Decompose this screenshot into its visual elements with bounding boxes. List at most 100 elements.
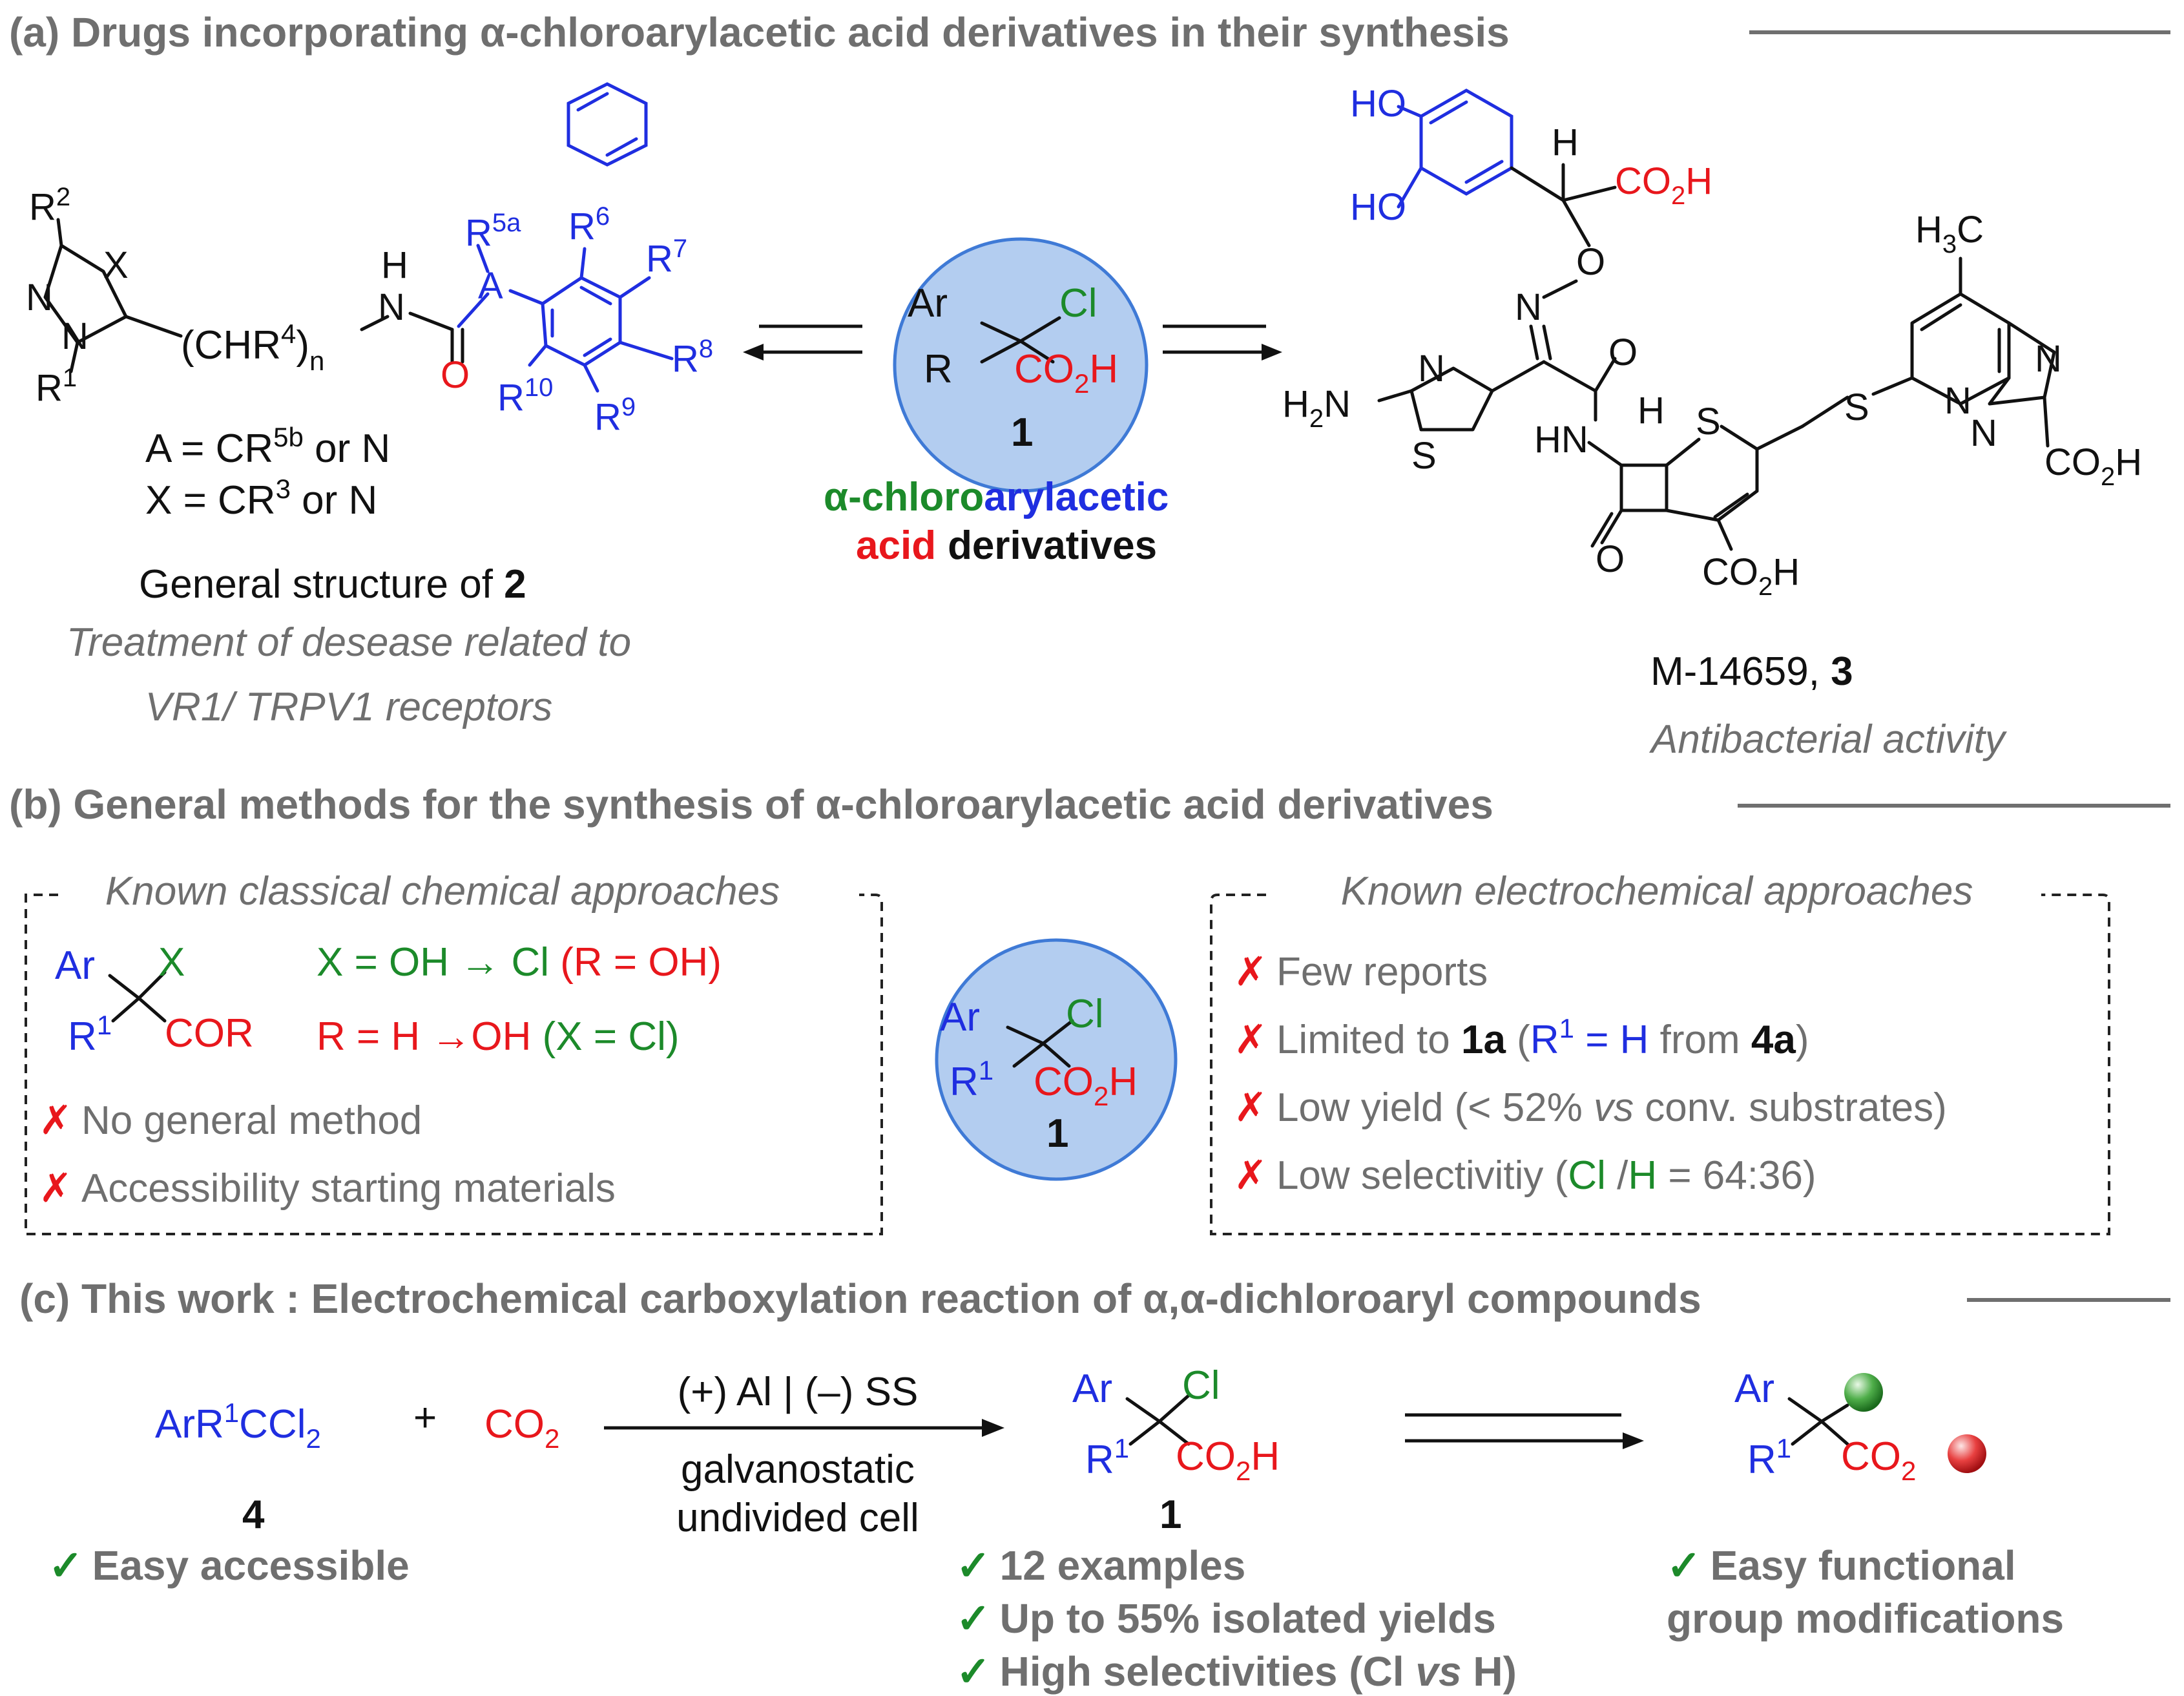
header-c: (c) This work : Electrochemical carboxyl… xyxy=(19,1275,1701,1322)
red-sphere xyxy=(1948,1434,1986,1473)
svg-text:O: O xyxy=(441,354,470,396)
svg-text:N: N xyxy=(61,315,88,357)
green-sphere xyxy=(1844,1373,1883,1412)
svg-text:R1: R1 xyxy=(1747,1433,1791,1482)
svg-text:Ar: Ar xyxy=(55,943,95,988)
condition-2: R = H →OH (X = Cl) xyxy=(317,1014,680,1059)
reagent-4: ArR1CCl2 xyxy=(155,1398,321,1454)
svg-text:R10: R10 xyxy=(497,373,553,419)
svg-text:Cl: Cl xyxy=(1066,992,1104,1036)
svg-text:HN: HN xyxy=(1534,419,1588,461)
svg-text:N: N xyxy=(378,286,405,328)
label-4: 4 xyxy=(242,1492,265,1537)
svg-text:CO2H: CO2H xyxy=(1034,1060,1138,1111)
svg-text:R: R xyxy=(924,347,953,392)
svg-text:S: S xyxy=(1696,401,1721,443)
svg-text:N: N xyxy=(1944,380,1971,422)
reaction-scheme: ArR1CCl2 + CO2 4 ✓Easy accessible (+) Al… xyxy=(48,1363,2064,1695)
co2: CO2 xyxy=(484,1402,559,1454)
svg-text:Ar: Ar xyxy=(940,995,980,1040)
svg-text:X: X xyxy=(158,940,185,985)
svg-text:R1: R1 xyxy=(950,1055,993,1104)
definition-X: X = CR3 or N xyxy=(145,474,377,523)
svg-text:R6: R6 xyxy=(568,202,610,247)
svg-text:R1: R1 xyxy=(68,1010,112,1059)
svg-text:R1: R1 xyxy=(36,364,77,409)
structure-3-caption: M-14659, 3 xyxy=(1650,649,1853,694)
electro-item-4: ✗Low selectivitiy (Cl /H = 64:36) xyxy=(1234,1153,1816,1198)
svg-text:CO2H: CO2H xyxy=(1615,160,1712,210)
svg-text:1: 1 xyxy=(1011,410,1033,455)
structure-2-note-1: Treatment of desease related to xyxy=(67,620,631,665)
svg-text:1: 1 xyxy=(1160,1492,1181,1537)
svg-text:R1: R1 xyxy=(1085,1433,1129,1482)
compound-1-center-structure: Ar Cl R CO2H 1 xyxy=(908,281,1118,455)
svg-text:H: H xyxy=(1552,121,1579,163)
svg-text:CO2: CO2 xyxy=(1841,1434,1916,1486)
check-functional-line2: group modifications xyxy=(1667,1595,2064,1642)
arrow-conditions-bottom-1: galvanostatic xyxy=(681,1447,915,1492)
svg-text:H3C: H3C xyxy=(1915,209,1984,258)
svg-text:R9: R9 xyxy=(594,393,636,438)
arrow-conditions-bottom-2: undivided cell xyxy=(676,1496,919,1540)
header-a: (a) Drugs incorporating α-chloroarylacet… xyxy=(9,9,1510,56)
condition-1: X = OH → Cl (R = OH) xyxy=(317,940,722,985)
electro-item-2: ✗Limited to 1a (R1 = H from 4a) xyxy=(1234,1013,1809,1062)
arrow-to-left-drug xyxy=(743,324,862,361)
arrow-to-right-drug xyxy=(1163,324,1282,361)
plus-sign: + xyxy=(413,1396,437,1440)
svg-text:N: N xyxy=(1970,412,1997,454)
electrochemical-approaches-box: Known electrochemical approaches ✗Few re… xyxy=(1210,869,2110,1235)
classical-item-2: ✗Accessibility starting materials xyxy=(39,1166,616,1211)
svg-text:R5a: R5a xyxy=(465,209,521,254)
svg-text:O: O xyxy=(1576,241,1605,283)
svg-text:Ar: Ar xyxy=(1072,1366,1112,1411)
svg-text:Ar: Ar xyxy=(1734,1366,1774,1411)
svg-text:R8: R8 xyxy=(672,335,713,380)
electro-item-3: ✗Low yield (< 52% vs conv. substrates) xyxy=(1234,1085,1947,1130)
electrochemical-box-title: Known electrochemical approaches xyxy=(1341,869,1973,914)
compound-1-structure-b: Ar Cl R1 CO2H 1 xyxy=(940,992,1138,1156)
check-examples: ✓12 examples xyxy=(956,1542,1245,1589)
svg-text:H: H xyxy=(381,244,408,286)
svg-text:N: N xyxy=(1515,286,1542,328)
svg-text:N: N xyxy=(1418,348,1445,390)
check-selectivities: ✓High selectivities (Cl vs H) xyxy=(956,1648,1517,1695)
svg-text:CO2H: CO2H xyxy=(1014,347,1118,399)
svg-text:O: O xyxy=(1596,538,1625,580)
svg-text:HO: HO xyxy=(1350,186,1406,228)
svg-text:HO: HO xyxy=(1350,83,1406,125)
svg-text:(CHR4)n: (CHR4)n xyxy=(181,319,324,376)
svg-text:X: X xyxy=(103,244,129,286)
svg-text:H2N: H2N xyxy=(1282,383,1351,433)
structure-2-caption: General structure of 2 xyxy=(139,562,526,607)
classical-approaches-box: Known classical chemical approaches Ar X… xyxy=(24,869,883,1235)
svg-text:COR: COR xyxy=(165,1011,254,1056)
svg-text:N: N xyxy=(2035,338,2062,380)
svg-text:CO2H: CO2H xyxy=(1176,1434,1280,1486)
check-yields: ✓Up to 55% isolated yields xyxy=(956,1595,1496,1642)
svg-text:Cl: Cl xyxy=(1059,281,1097,326)
svg-text:H: H xyxy=(1638,390,1665,432)
svg-text:A: A xyxy=(478,265,503,307)
electro-item-1: ✗Few reports xyxy=(1234,950,1488,994)
compound-1-circle-b xyxy=(935,938,1178,1181)
check-functional: ✓Easy functional xyxy=(1667,1542,2016,1589)
check-easy-accessible: ✓Easy accessible xyxy=(48,1542,410,1589)
svg-text:CO2H: CO2H xyxy=(1702,551,1800,601)
structure-2: R2 X N N R1 (CHR4)n H N O A R5a R6 R7 R8… xyxy=(26,183,713,438)
arrow-conditions-top: (+) Al | (–) SS xyxy=(678,1370,919,1414)
svg-text:R2: R2 xyxy=(29,183,70,228)
structure-3-note: Antibacterial activity xyxy=(1648,717,2008,762)
svg-text:R7: R7 xyxy=(646,235,687,280)
compound-1-circle xyxy=(893,237,1149,493)
structure-2-note-2: VR1/ TRPV1 receptors xyxy=(145,685,553,729)
header-b: (b) General methods for the synthesis of… xyxy=(9,781,1493,828)
classical-item-1: ✗No general method xyxy=(39,1098,422,1143)
svg-text:S: S xyxy=(1844,386,1869,428)
definition-A: A = CR5b or N xyxy=(145,422,390,471)
svg-text:CO2H: CO2H xyxy=(2044,441,2142,491)
svg-text:S: S xyxy=(1411,435,1437,477)
